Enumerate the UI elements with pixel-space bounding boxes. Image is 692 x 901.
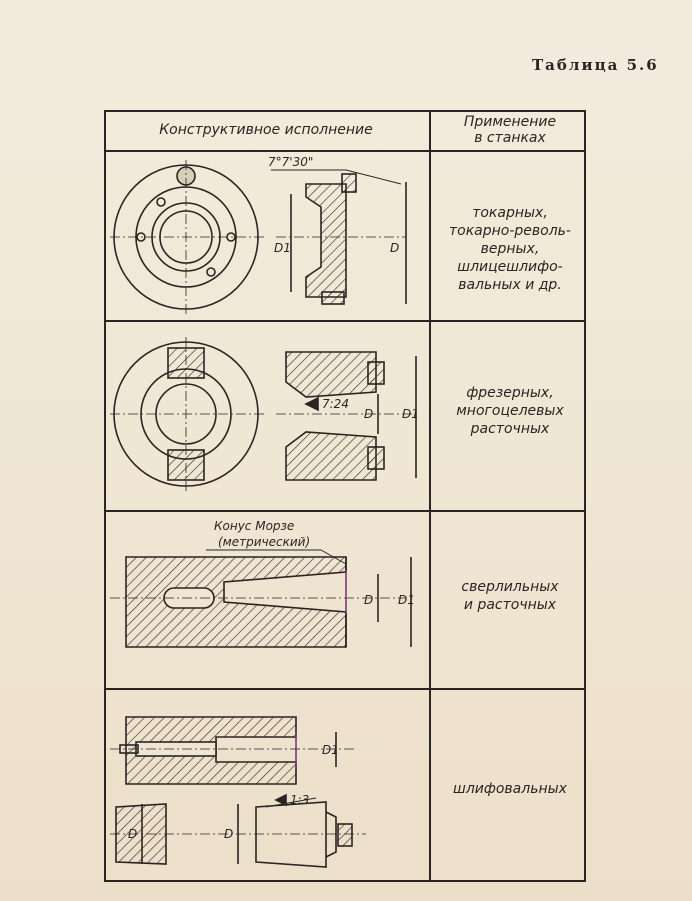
morse-label: Конус Морзе bbox=[214, 519, 294, 533]
table-caption: Таблица 5.6 bbox=[532, 56, 659, 74]
application-row-2: фрезерных, многоцелевых расточных bbox=[436, 384, 584, 438]
drawings-svg: 7°7'30" D1 D 7:24 D bbox=[110, 155, 419, 868]
dim-d-label: D bbox=[364, 593, 373, 607]
morse-sublabel: (метрический) bbox=[218, 535, 310, 549]
app-text: токарно-револь- bbox=[449, 223, 571, 239]
drawing-row-4 bbox=[110, 716, 366, 868]
application-row-3: сверлильных и расточных bbox=[436, 578, 584, 614]
bolt-hole bbox=[156, 197, 166, 207]
dim-d-left-label: D bbox=[128, 827, 137, 841]
table-5-6: Конструктивное исполнение Применение в с… bbox=[104, 110, 586, 882]
key-top bbox=[367, 361, 385, 385]
threaded-end bbox=[337, 823, 353, 847]
morse-body-section bbox=[125, 556, 347, 648]
app-text: шлифовальных bbox=[453, 781, 567, 797]
header-divider bbox=[106, 150, 584, 152]
dim-d1-label: D1 bbox=[398, 593, 415, 607]
app-text: шлицешлифо- bbox=[457, 259, 563, 275]
taper-section-bottom bbox=[285, 431, 377, 481]
key-bottom bbox=[367, 446, 385, 470]
app-text: и расточных bbox=[463, 597, 557, 613]
nut-section bbox=[321, 291, 345, 305]
application-row-4: шлифовальных bbox=[436, 780, 584, 798]
dim-d1-label: D1 bbox=[274, 241, 291, 255]
dim-d-mid-label: D bbox=[224, 827, 233, 841]
angle-leader bbox=[345, 169, 402, 185]
app-text: токарных, bbox=[472, 205, 548, 221]
column-divider bbox=[429, 112, 431, 880]
row-divider-1 bbox=[106, 320, 584, 322]
key-section bbox=[341, 173, 357, 193]
taper-label: 1:3 bbox=[290, 793, 309, 807]
stub bbox=[119, 744, 139, 754]
dim-d-label: D bbox=[390, 241, 399, 255]
app-text: вальных и др. bbox=[458, 277, 562, 293]
taper-symbol bbox=[274, 793, 287, 807]
header-design: Конструктивное исполнение bbox=[159, 122, 373, 138]
header-application: Применение в станках bbox=[436, 114, 584, 146]
app-text: многоцелевых bbox=[456, 403, 564, 419]
row-divider-3 bbox=[106, 688, 584, 690]
app-text: сверлильных bbox=[461, 579, 559, 595]
section-hatched bbox=[305, 183, 347, 298]
taper-symbol bbox=[304, 396, 319, 412]
taper-leader bbox=[265, 797, 317, 808]
bolt-hole bbox=[206, 267, 216, 277]
drawing-row-1 bbox=[110, 160, 407, 314]
header-application-line1: Применение bbox=[463, 114, 557, 130]
drawing-row-3 bbox=[110, 549, 412, 648]
header-application-line2: в станках bbox=[474, 130, 546, 146]
dim-d1-label: D1 bbox=[402, 407, 419, 421]
taper-section-top bbox=[285, 351, 377, 398]
morse-leader bbox=[320, 549, 347, 565]
application-row-1: токарных, токарно-револь- верных, шлицеш… bbox=[436, 204, 584, 294]
taper-label: 7:24 bbox=[322, 397, 349, 411]
cylinder-end bbox=[325, 811, 337, 858]
dim-d-label: D bbox=[364, 407, 373, 421]
app-text: расточных bbox=[470, 421, 550, 437]
app-text: верных, bbox=[480, 241, 540, 257]
dim-d1-label: D1 bbox=[322, 743, 339, 757]
row-divider-2 bbox=[106, 510, 584, 512]
cylinder-body bbox=[255, 801, 327, 868]
angle-label: 7°7'30" bbox=[268, 155, 313, 169]
drawing-row-2 bbox=[110, 337, 417, 492]
app-text: фрезерных, bbox=[466, 385, 554, 401]
